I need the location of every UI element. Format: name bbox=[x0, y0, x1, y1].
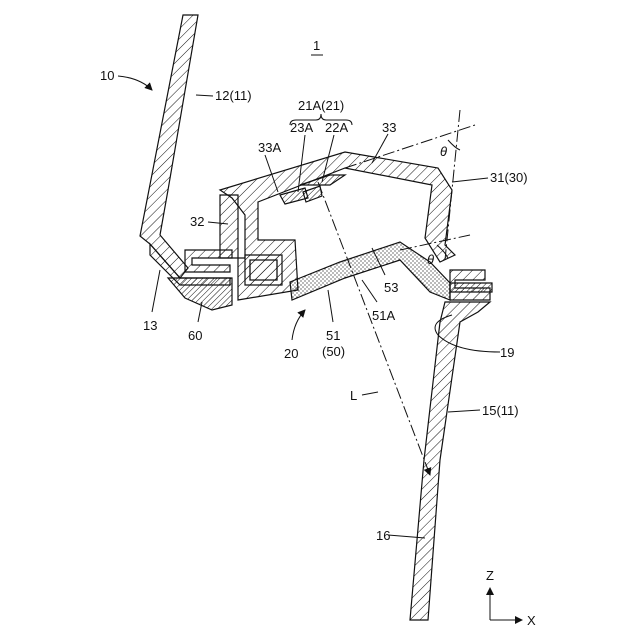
label-theta-upper: θ bbox=[440, 144, 447, 159]
leader-10 bbox=[118, 76, 152, 90]
label-51a: 51A bbox=[372, 308, 395, 323]
flange-19-band bbox=[450, 283, 492, 292]
label-l: L bbox=[350, 388, 357, 403]
label-15: 15(11) bbox=[482, 403, 519, 418]
label-33: 33 bbox=[382, 120, 396, 135]
label-13: 13 bbox=[143, 318, 157, 333]
label-32: 32 bbox=[190, 214, 204, 229]
leader-l bbox=[362, 392, 378, 395]
label-20: 20 bbox=[284, 346, 298, 361]
label-51: 51 bbox=[326, 328, 340, 343]
theta-ref-upper bbox=[345, 125, 475, 168]
label-60: 60 bbox=[188, 328, 202, 343]
leader-31 bbox=[452, 178, 488, 182]
leader-13 bbox=[152, 270, 160, 312]
leader-51 bbox=[328, 290, 333, 322]
label-50: (50) bbox=[322, 344, 345, 359]
lower-panel-15 bbox=[410, 302, 490, 620]
label-22a: 22A bbox=[325, 120, 348, 135]
theta-arc-upper bbox=[448, 140, 460, 150]
label-16: 16 bbox=[376, 528, 390, 543]
figure-number: 1 bbox=[313, 38, 320, 53]
label-axis-z: Z bbox=[486, 568, 494, 583]
leader-51a bbox=[362, 280, 377, 302]
leader-12 bbox=[196, 95, 213, 96]
label-10: 10 bbox=[100, 68, 114, 83]
label-33a: 33A bbox=[258, 140, 281, 155]
upper-panel-12 bbox=[140, 15, 198, 278]
label-theta-lower: θ bbox=[427, 252, 434, 267]
sealer-60 bbox=[168, 278, 232, 310]
label-21a: 21A(21) bbox=[298, 98, 344, 113]
leader-20 bbox=[292, 310, 305, 340]
label-19: 19 bbox=[500, 345, 514, 360]
label-31: 31(30) bbox=[490, 170, 528, 185]
label-axis-x: X bbox=[527, 613, 536, 628]
label-53: 53 bbox=[384, 280, 398, 295]
member-32 bbox=[220, 195, 238, 258]
label-12: 12(11) bbox=[215, 88, 252, 103]
component-21a-core bbox=[303, 186, 322, 202]
label-23a: 23A bbox=[290, 120, 313, 135]
leader-15 bbox=[448, 410, 480, 412]
